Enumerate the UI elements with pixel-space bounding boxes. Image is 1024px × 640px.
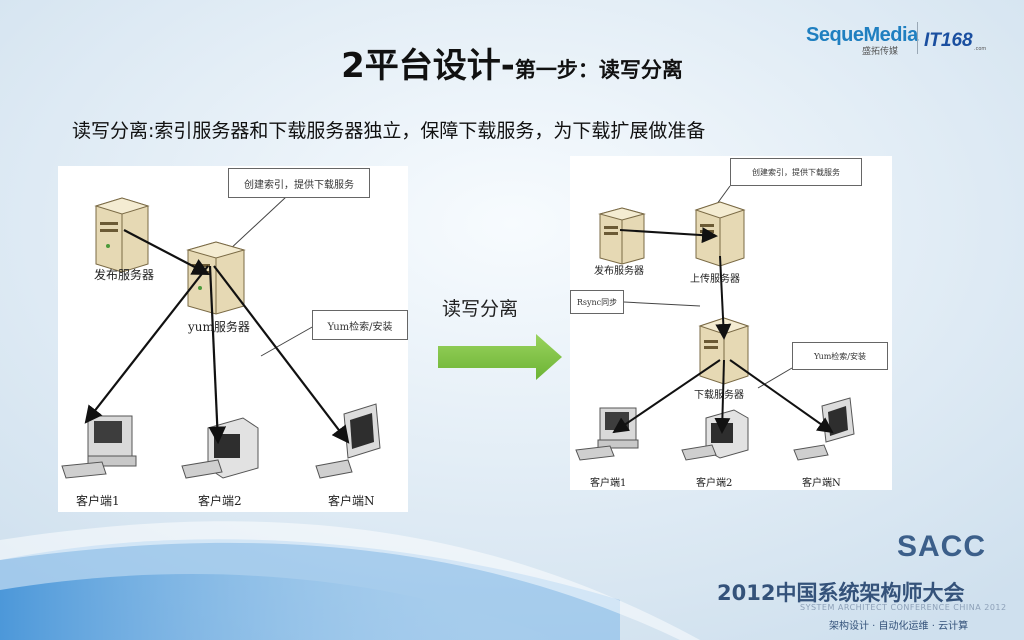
right-diagram-panel: 创建索引，提供下载服务 Rsync同步 Yum检索/安装 发布服务器 上传服务器… [570, 156, 892, 490]
it168-logo-sub: .com [974, 46, 987, 52]
slide-title-sub: 第一步：读写分离 [514, 58, 683, 82]
right-note-yum-search: Yum检索/安装 [792, 342, 888, 370]
conference-slogan: 架构设计 · 自动化运维 · 云计算 [829, 621, 969, 632]
right-client-2-label: 客户端2 [696, 478, 733, 489]
it168-logo: IT168 [924, 30, 973, 51]
left-client-1-label: 客户端1 [76, 494, 120, 508]
left-publish-server-label: 发布服务器 [94, 268, 155, 282]
client-n-icon [793, 397, 855, 461]
download-server-icon [698, 317, 750, 385]
left-client-n-label: 客户端N [328, 494, 375, 508]
sacc-logo: SACC [897, 530, 987, 563]
left-diagram-panel: 创建索引，提供下载服务 Yum检索/安装 发布服务器 yum服务器 客户端1 客… [58, 166, 408, 512]
slide-title-main: 2平台设计- [341, 46, 515, 86]
seque-media-logo: SequeMedia [806, 24, 918, 46]
right-download-server-label: 下载服务器 [694, 390, 744, 401]
right-client-n-label: 客户端N [802, 478, 841, 489]
slide-title: 2平台设计-第一步：读写分离 [0, 38, 1024, 87]
conference-name: 2012中国系统架构师大会 [717, 581, 965, 605]
read-write-split-label: 读写分离 [442, 298, 519, 320]
client-2-icon [681, 409, 749, 461]
client-2-icon [181, 417, 259, 479]
left-client-2-label: 客户端2 [198, 494, 242, 508]
client-n-icon [315, 403, 381, 479]
left-yum-server-label: yum服务器 [188, 320, 250, 334]
client-1-icon [575, 407, 639, 461]
slide-subtitle: 读写分离:索引服务器和下载服务器独立，保障下载服务，为下载扩展做准备 [72, 120, 706, 142]
right-upload-server-label: 上传服务器 [690, 274, 740, 285]
right-note-rsync: Rsync同步 [570, 290, 624, 314]
logo-divider [917, 22, 918, 54]
publish-server-icon [598, 207, 646, 265]
right-client-1-label: 客户端1 [590, 478, 627, 489]
yum-server-icon [186, 241, 246, 315]
transition-arrow-icon [438, 334, 562, 380]
publish-server-icon [94, 197, 150, 273]
seque-media-logo-sub: 盛拓传媒 [862, 47, 899, 57]
left-diagram-graphics [61, 196, 381, 479]
right-publish-server-label: 发布服务器 [594, 266, 644, 277]
right-note-create-index: 创建索引，提供下载服务 [730, 158, 862, 186]
conference-name-en: SYSTEM ARCHITECT CONFERENCE CHINA 2012 [800, 603, 1007, 612]
left-note-create-index: 创建索引，提供下载服务 [228, 168, 370, 198]
left-note-yum-search: Yum检索/安装 [312, 310, 408, 340]
client-1-icon [61, 415, 137, 479]
right-diagram-graphics [575, 185, 855, 461]
